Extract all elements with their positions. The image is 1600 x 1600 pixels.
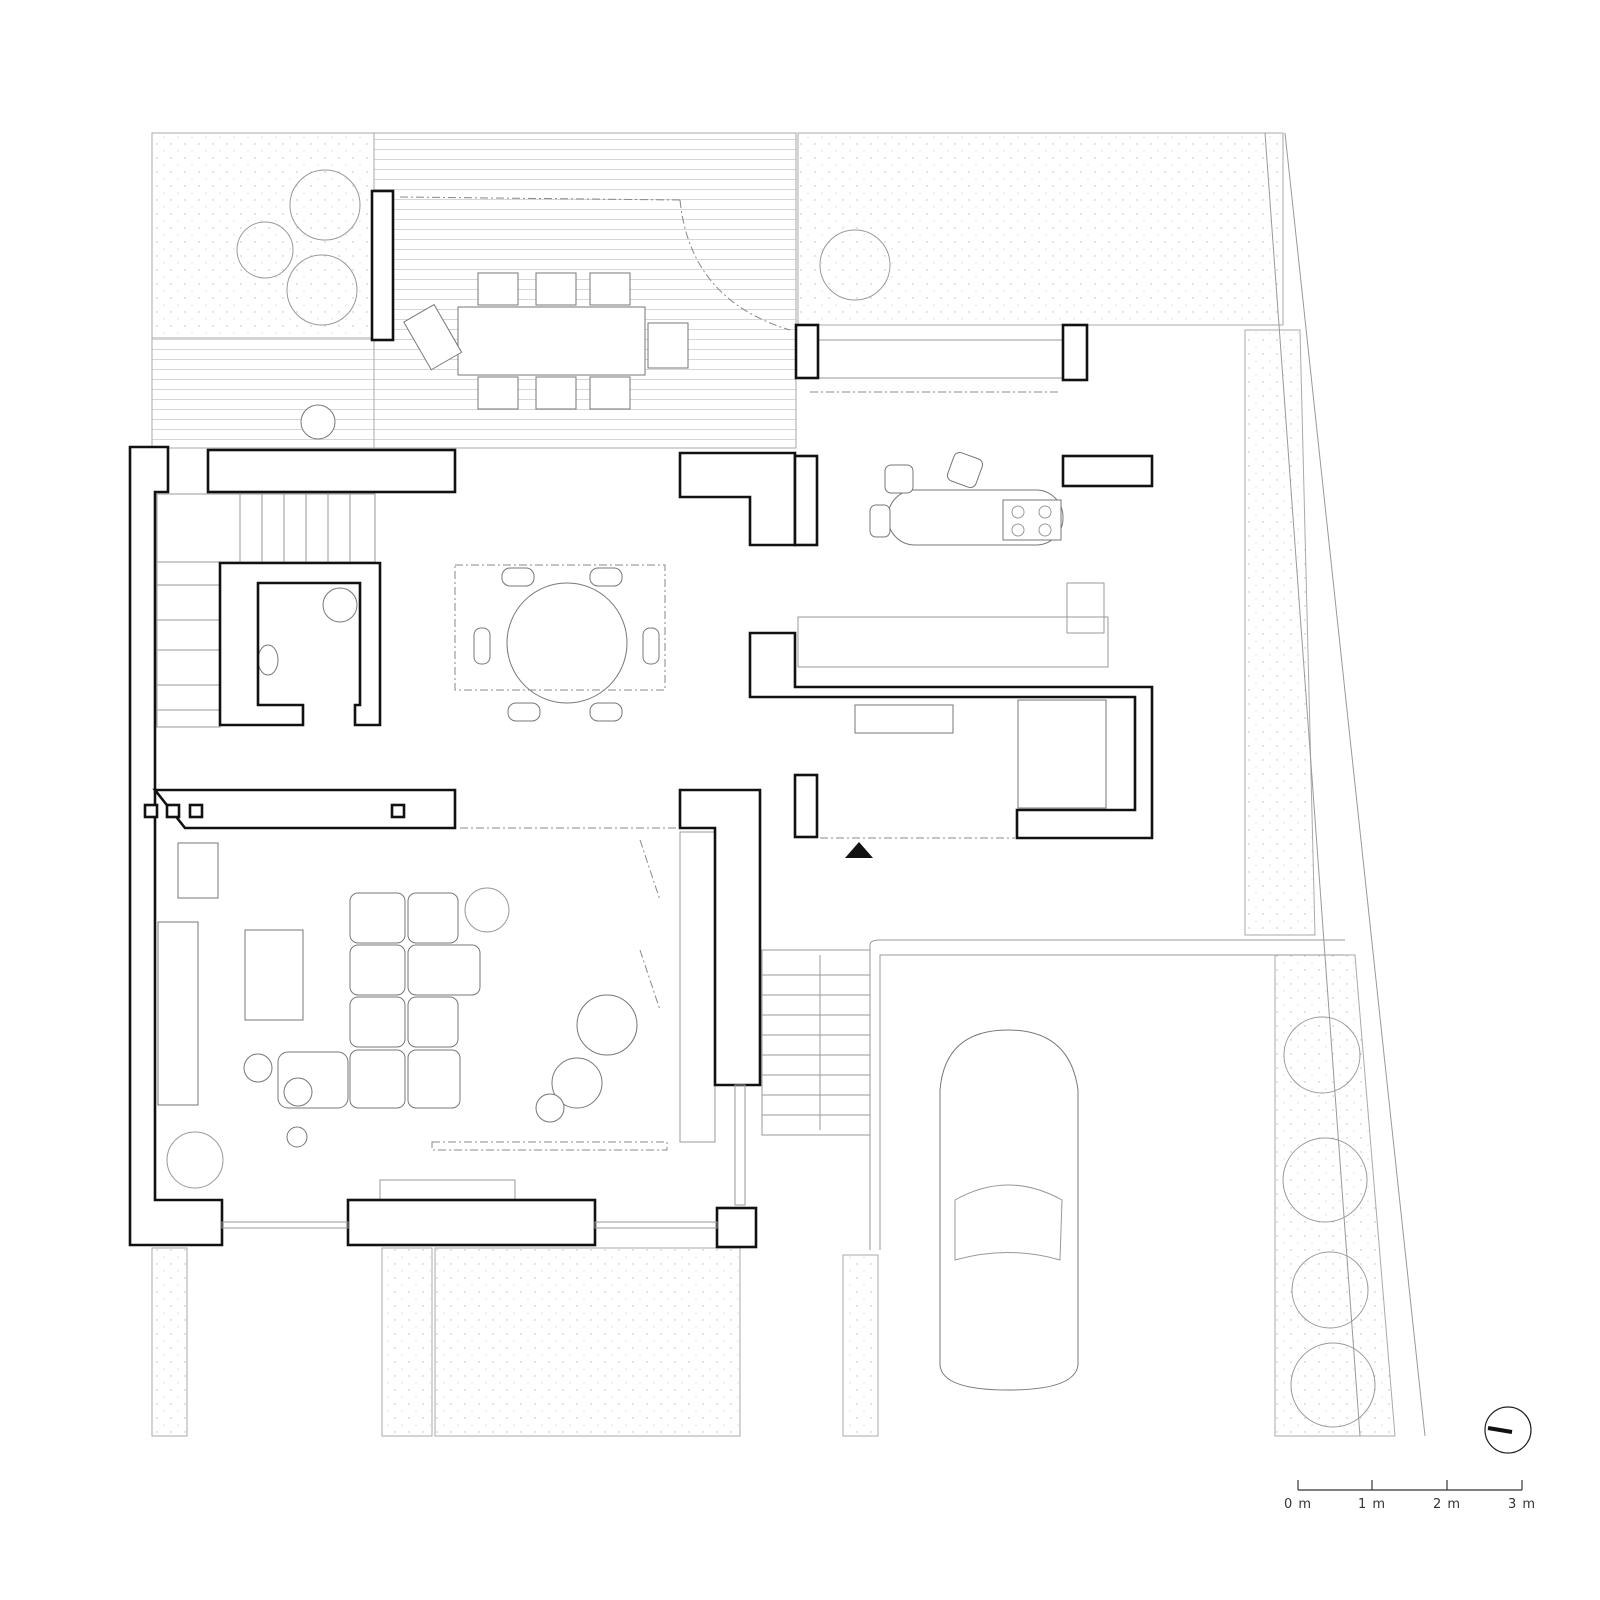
scale-label-2: 2 m bbox=[1433, 1497, 1461, 1512]
plant-icon bbox=[1290, 1342, 1376, 1428]
plants bbox=[166, 169, 1376, 1428]
entrance-arrow-icon bbox=[845, 842, 873, 858]
scale-label-1: 1 m bbox=[1358, 1497, 1386, 1512]
stairs bbox=[156, 493, 1345, 1250]
plant-icon bbox=[1283, 1016, 1361, 1094]
scale-label-3: 3 m bbox=[1508, 1497, 1536, 1512]
plant-icon bbox=[166, 1131, 224, 1189]
round-dining-table bbox=[506, 582, 628, 704]
plant-icon bbox=[236, 169, 361, 326]
rug bbox=[244, 929, 304, 1021]
armchair bbox=[576, 994, 638, 1056]
terrace-deck bbox=[151, 132, 797, 449]
dining-area bbox=[454, 564, 666, 722]
car bbox=[939, 1029, 1079, 1391]
north-arrow-icon bbox=[1484, 1406, 1532, 1454]
scale-bar bbox=[1297, 1480, 1523, 1491]
plant-icon bbox=[819, 229, 891, 301]
outdoor-dining-table bbox=[457, 306, 646, 376]
walls bbox=[128, 189, 1154, 1249]
garden-areas bbox=[151, 132, 1426, 1437]
plant-icon bbox=[1282, 1137, 1368, 1223]
wc bbox=[257, 587, 358, 676]
cooktop bbox=[1002, 499, 1062, 541]
entry bbox=[820, 699, 1107, 858]
scale-label-0: 0 m bbox=[1284, 1497, 1312, 1512]
living-area bbox=[157, 827, 716, 1201]
plant-icon bbox=[1291, 1251, 1369, 1329]
sofa bbox=[277, 892, 481, 1109]
plant-icon bbox=[464, 887, 510, 933]
kitchen bbox=[797, 339, 1109, 668]
